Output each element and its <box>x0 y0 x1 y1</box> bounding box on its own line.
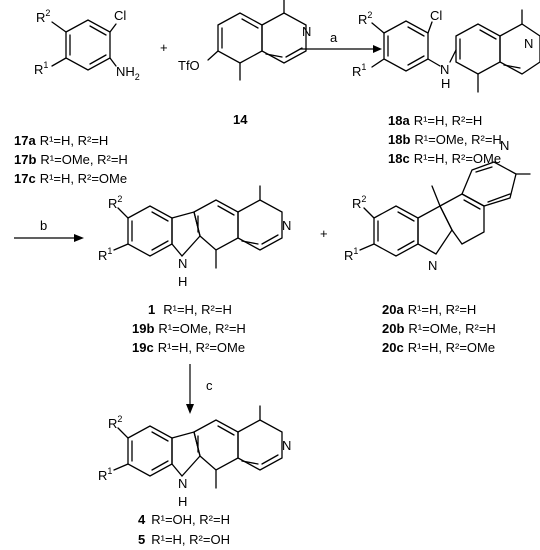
structure-19: R2 R1 N H N <box>98 185 291 289</box>
arrow-a-head <box>373 45 382 53</box>
nh2-label: NH2 <box>116 64 140 82</box>
plus-sign-2: + <box>320 226 328 241</box>
r2-label-45: R2 <box>108 414 122 431</box>
structure-20: R2 R1 N N <box>344 138 531 273</box>
r1-label-19: R1 <box>98 246 112 263</box>
compound-14-label: 14 <box>233 112 248 127</box>
svg-text:4R¹=OH, R²=H: 4R¹=OH, R²=H <box>138 512 230 527</box>
arrow-c-head <box>186 404 194 414</box>
reagent-c: c <box>206 378 213 393</box>
r2-label-19: R2 <box>108 194 122 211</box>
n-ring-label-19: N <box>282 218 291 233</box>
plus-sign-1: + <box>160 40 168 55</box>
r1-label-20: R1 <box>344 246 358 263</box>
r1-label: R1 <box>34 60 48 77</box>
structure-17: R2 R1 Cl NH2 <box>34 8 140 82</box>
nh-h-label-45: H <box>178 494 187 509</box>
n-ring-label-45: N <box>282 438 291 453</box>
structure-18: R2 R1 Cl N H N <box>352 8 540 93</box>
n-label-14: N <box>302 24 311 39</box>
structure-4-5: R2 R1 N H N <box>98 405 291 509</box>
nh-n-label-45: N <box>178 476 187 491</box>
tfo-label: TfO <box>178 58 200 73</box>
n-ring-label-18: N <box>524 36 533 51</box>
r1-label-45: R1 <box>98 466 112 483</box>
h-label-18: H <box>441 76 450 91</box>
reagent-a: a <box>330 30 338 45</box>
svg-text:1R¹=H, R²=H: 1R¹=H, R²=H <box>148 302 232 317</box>
structure-14: TfO N <box>178 0 311 81</box>
cl-label: Cl <box>114 8 126 23</box>
r1-label-18: R1 <box>352 62 366 79</box>
nh-n-label-19: N <box>178 256 187 271</box>
arrow-b-head <box>74 234 84 242</box>
reagent-b: b <box>40 218 47 233</box>
r2-label-20: R2 <box>352 194 366 211</box>
n-ring-label-20: N <box>500 138 509 153</box>
r2-label: R2 <box>36 8 50 25</box>
n-label-18: N <box>440 62 449 77</box>
cl-label-18: Cl <box>430 8 442 23</box>
n-indolenine-label-20: N <box>428 258 437 273</box>
r2-label-18: R2 <box>358 10 372 27</box>
nh-h-label-19: H <box>178 274 187 289</box>
svg-text:5R¹=H, R²=OH: 5R¹=H, R²=OH <box>138 532 230 547</box>
